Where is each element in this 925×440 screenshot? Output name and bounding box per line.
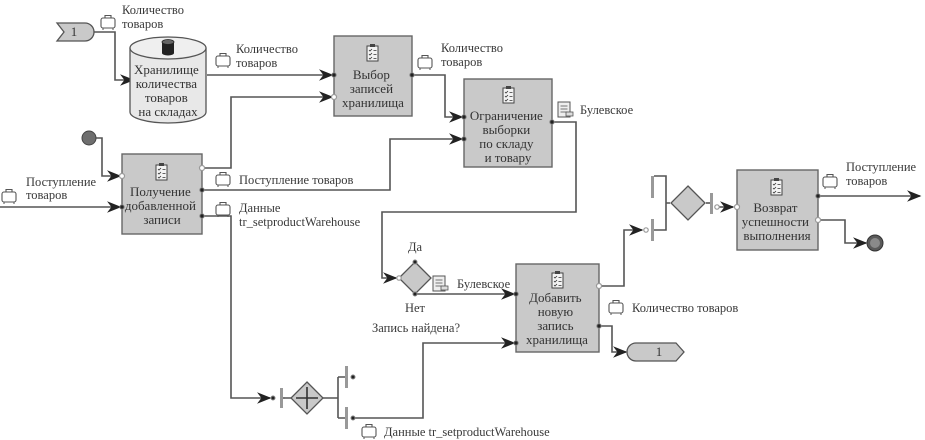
start-event[interactable] [81, 130, 97, 146]
bag-icon [215, 201, 231, 218]
svg-text:Добавить новую зап: Добавить новую запись хранилища [526, 290, 588, 347]
process-return-success[interactable]: Возврат успешности выполнения [733, 169, 822, 251]
process-label-line: Ограничение [470, 108, 543, 123]
datastore-label-line: на складах [138, 104, 198, 119]
process-label-line: добавленной [125, 198, 196, 213]
bag-icon [822, 173, 838, 190]
task-icon [155, 162, 168, 181]
process-label-line: выборки [482, 122, 530, 137]
offpage-connector-out: 1 [626, 342, 685, 362]
process-label-line: выполнения [743, 228, 810, 243]
bag-icon [1, 188, 17, 205]
task-icon [770, 177, 783, 196]
label-qty-top: Количество товаров [122, 3, 187, 31]
label-qty-store: Количество товаров [236, 42, 301, 70]
process-label-line: Возврат [753, 200, 797, 215]
exclusive-gateway[interactable] [643, 175, 720, 241]
parallel-gateway[interactable] [270, 366, 356, 429]
bag-icon [215, 52, 231, 69]
process-label-line: Выбор [353, 67, 390, 82]
process-label-line: записи [143, 212, 180, 227]
svg-text:Выбор записей хран: Выбор записей хранилища [342, 67, 404, 110]
process-select-storage-records[interactable]: Выбор записей хранилища [330, 35, 415, 117]
svg-text:Хранилище количества: Хранилище количества товаров на складах [134, 62, 202, 119]
process-label-line: Добавить [529, 290, 582, 305]
process-restrict-selection[interactable]: Ограничение выборки по складу и товару [461, 78, 555, 168]
process-label-line: по складу [479, 136, 534, 151]
decision-yes-label: Да [408, 240, 423, 254]
process-label-line: и товару [485, 150, 532, 165]
label-qty-select: Количество товаров [441, 41, 506, 69]
bag-icon [608, 299, 624, 316]
connector-out-label: 1 [656, 344, 663, 359]
process-label-line: Получение [130, 184, 191, 199]
bag-icon [361, 423, 377, 440]
label-boolean-restrict: Булевское [580, 103, 634, 117]
offpage-connector-in: 1 [55, 22, 95, 42]
datastore-label-line: товаров [145, 90, 188, 105]
datastore-label-line: количества [136, 76, 197, 91]
label-data-bottom: Данные tr_setproductWarehouse [384, 425, 550, 439]
task-icon [551, 270, 564, 289]
svg-text:Возврат успешности: Возврат успешности выполнения [742, 200, 812, 243]
label-incoming-left: Поступление товаров [26, 175, 99, 202]
process-label-line: успешности [742, 214, 809, 229]
label-data-mid: Данные tr_setproductWarehouse [239, 201, 361, 229]
task-icon [502, 85, 515, 104]
document-icon [557, 101, 574, 118]
bag-icon [417, 54, 433, 71]
process-label-line: новую [538, 304, 574, 319]
datastore-warehouse-qty[interactable]: Хранилище количества товаров на складах [129, 36, 207, 124]
flow-lines [0, 31, 922, 419]
process-label-line: записей [350, 81, 393, 96]
database-icon [161, 39, 175, 56]
bag-icon [100, 14, 116, 31]
svg-text:Ограничение выборки: Ограничение выборки по складу и товару [470, 108, 546, 165]
label-incoming-mid: Поступление товаров [239, 173, 354, 187]
process-label-line: запись [537, 318, 573, 333]
document-icon [432, 275, 449, 292]
decision-record-found[interactable] [396, 259, 432, 297]
end-event[interactable] [866, 234, 884, 252]
decision-question-label: Запись найдена? [372, 321, 460, 335]
datastore-label-line: Хранилище [134, 62, 199, 77]
process-add-storage-record[interactable]: Добавить новую запись хранилища [513, 263, 603, 353]
label-qty-add: Количество товаров [632, 301, 738, 315]
connector-in-label: 1 [71, 24, 78, 39]
label-boolean-decision: Булевское [457, 277, 511, 291]
process-get-added-record[interactable]: Получение добавленной записи [118, 153, 206, 235]
bag-icon [215, 171, 231, 188]
process-label-line: хранилища [342, 95, 404, 110]
svg-text:Получение добавленной: Получение добавленной записи [125, 184, 199, 227]
process-label-line: хранилища [526, 332, 588, 347]
decision-no-label: Нет [405, 301, 426, 315]
task-icon [366, 43, 379, 62]
label-incoming-right: Поступление товаров [846, 160, 919, 188]
